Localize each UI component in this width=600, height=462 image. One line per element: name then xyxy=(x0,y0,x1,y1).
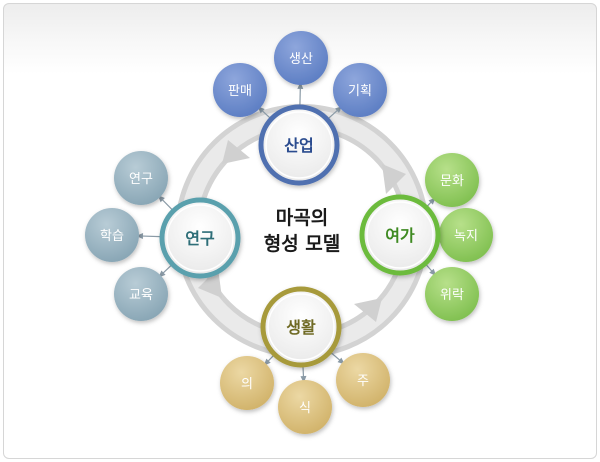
leaf-node-leisure-2 xyxy=(425,267,479,321)
leaf-label-living-0: 의 xyxy=(241,377,253,392)
leaf-label-leisure-1: 녹지 xyxy=(454,229,478,244)
leaf-node-industry-2 xyxy=(333,63,387,117)
hub-label-industry: 산업 xyxy=(284,136,313,155)
ring-arrowhead-top-right xyxy=(382,164,406,194)
hub-label-living: 생활 xyxy=(286,318,316,337)
leaf-node-research-0 xyxy=(114,151,168,205)
leaf-label-research-2: 교육 xyxy=(129,288,153,303)
leaf-label-leisure-0: 문화 xyxy=(440,174,464,189)
leaf-node-living-2 xyxy=(336,353,390,407)
leaf-node-living-1 xyxy=(278,380,332,434)
hub-node-inner-ring-research xyxy=(166,204,234,272)
leaf-node-research-2 xyxy=(114,267,168,321)
center-title-line1: 마곡의 xyxy=(276,207,328,229)
hub-label-leisure: 여가 xyxy=(385,226,415,245)
leaf-label-living-1: 식 xyxy=(299,401,311,416)
leaf-label-research-0: 연구 xyxy=(129,172,153,187)
center-title-line2: 형성 모델 xyxy=(264,233,341,255)
connector-arrowhead-research-1 xyxy=(135,233,144,240)
leaf-label-industry-1: 생산 xyxy=(289,52,313,67)
leaf-node-industry-1 xyxy=(274,31,328,85)
ring-arrowhead-bottom-left xyxy=(198,268,222,298)
leaf-label-industry-2: 기획 xyxy=(348,84,372,99)
connector-arrowhead-industry-1 xyxy=(297,81,304,90)
hub-node-inner-ring-leisure xyxy=(366,201,434,269)
hub-node-inner-ring-industry xyxy=(265,111,333,179)
ring-arrowhead-top-left xyxy=(222,140,250,164)
leaf-label-industry-0: 판매 xyxy=(228,84,252,99)
hub-node-inner-ring-living xyxy=(267,293,335,361)
hub-label-research: 연구 xyxy=(185,229,215,248)
leaf-node-living-0 xyxy=(220,356,274,410)
connector-arrowhead-living-1 xyxy=(300,375,307,384)
connectors xyxy=(135,81,442,384)
leaf-node-industry-0 xyxy=(213,63,267,117)
center-title: 마곡의 형성 모델 xyxy=(264,207,341,255)
ring-arrowhead-bottom-right xyxy=(354,298,382,322)
leaf-node-leisure-1 xyxy=(439,208,493,262)
leaf-label-research-1: 학습 xyxy=(100,229,124,244)
leaf-node-leisure-0 xyxy=(425,153,479,207)
hub-node-leisure xyxy=(359,194,441,276)
leaf-node-research-1 xyxy=(85,208,139,262)
leaf-label-living-2: 주 xyxy=(357,374,369,389)
hub-node-industry xyxy=(258,104,340,186)
leaf-label-leisure-2: 위락 xyxy=(440,288,464,303)
hub-node-research xyxy=(159,197,241,279)
hub-node-living xyxy=(260,286,342,368)
